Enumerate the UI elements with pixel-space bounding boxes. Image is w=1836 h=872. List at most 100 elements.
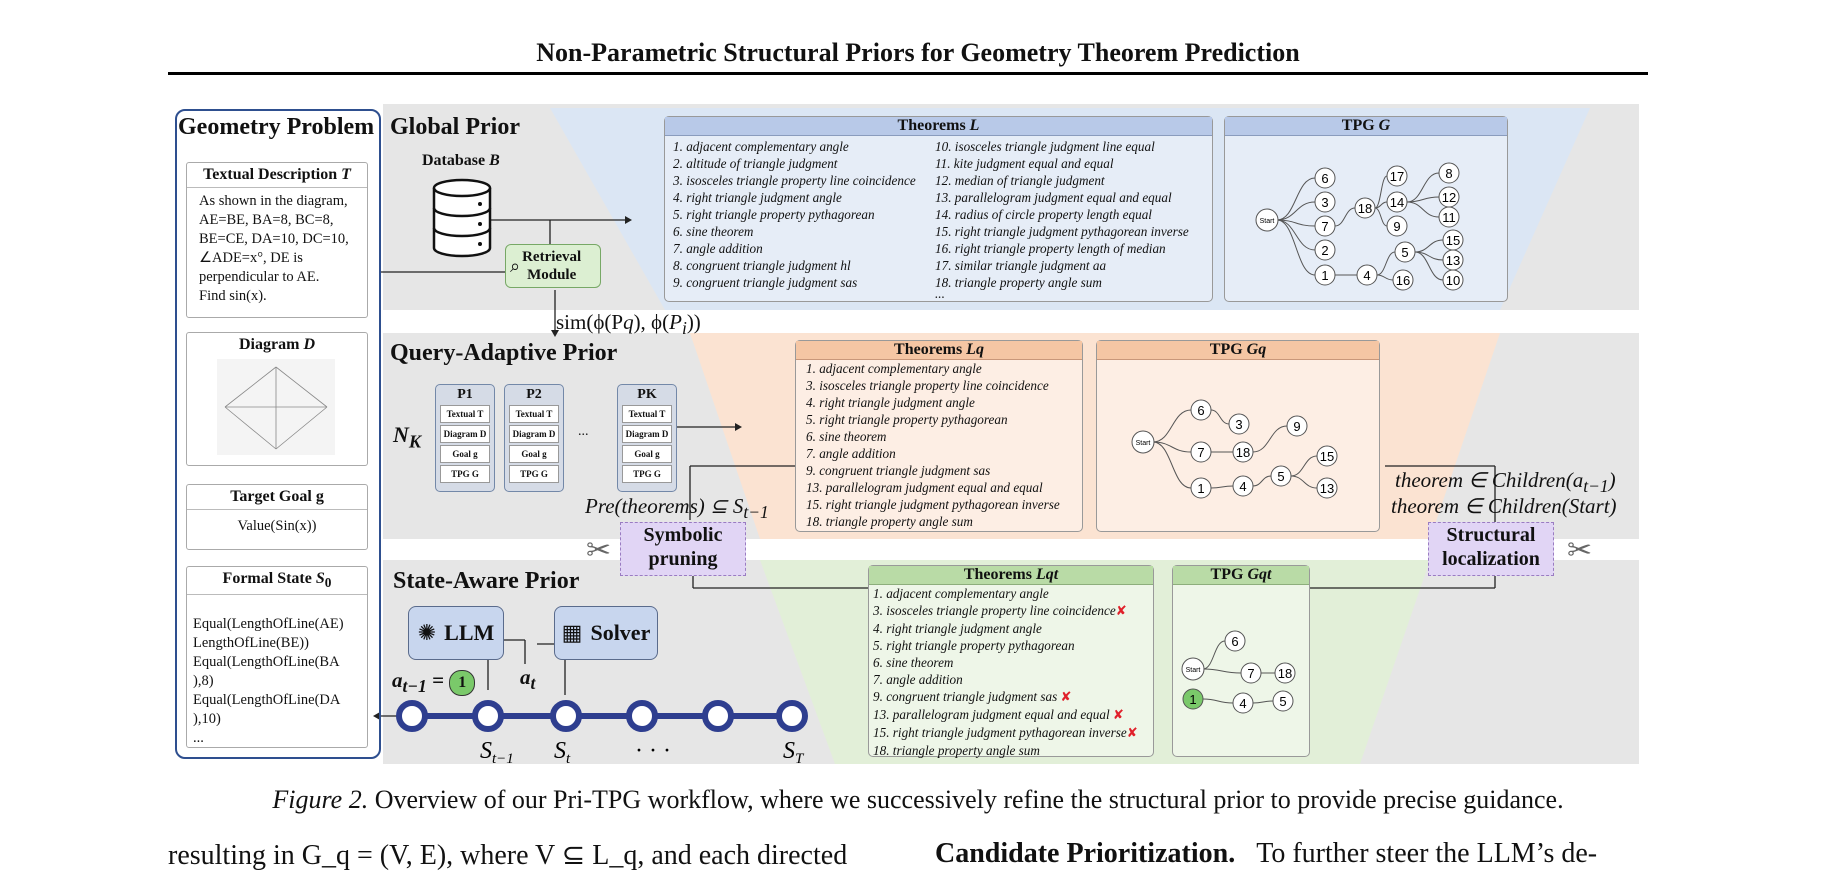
database-label: Database B (422, 152, 500, 170)
theorems-global-label: Theorems (897, 117, 966, 134)
tpg-state-header: TPG Gqt (1173, 566, 1309, 585)
state-line: Equal(LengthOfLine(BA (193, 654, 340, 671)
svg-text:✂: ✂ (586, 533, 611, 568)
graph-edge (1290, 455, 1318, 477)
svg-text:Start: Start (1136, 440, 1151, 447)
graph-node: 8 (1438, 162, 1460, 184)
graph-node: 15 (1442, 229, 1464, 251)
graph-node: 9 (1286, 415, 1308, 437)
graph-node: 4 (1232, 475, 1254, 497)
tpg-global-symbol: G (1378, 117, 1391, 134)
solver-button[interactable]: ▦ Solver (554, 606, 658, 660)
textual-description-body: As shown in the diagram, AE=BE, BA=8, BC… (187, 188, 367, 310)
graph-edge (1376, 251, 1396, 276)
theorem-item: 7. angle addition (806, 446, 896, 461)
state-header-label: Formal State (222, 570, 312, 587)
svg-text:17: 17 (1390, 169, 1404, 184)
svg-text:3: 3 (1235, 417, 1242, 432)
goal-symbol: g (315, 488, 324, 505)
calculator-icon: ▦ (561, 620, 583, 646)
svg-text:4: 4 (1363, 268, 1370, 283)
svg-text:16: 16 (1396, 273, 1410, 288)
llm-button[interactable]: ✺ LLM (408, 606, 504, 660)
retrieval-label-line: Retrieval (522, 249, 582, 265)
children1-label: theorem ∈ Children(a (1395, 468, 1584, 492)
svg-text:3: 3 (1321, 195, 1328, 210)
theorem-item: 16. right triangle property length of me… (935, 241, 1166, 256)
theorem-item: 18. triangle property angle sum (873, 743, 1040, 758)
body-text-right: Candidate Prioritization. To further ste… (935, 838, 1597, 870)
database-label-text: Database (422, 152, 486, 169)
geometry-diagram-image (217, 359, 335, 455)
problem-card-cell: Textual T (440, 405, 490, 423)
graph-node: 5 (1394, 241, 1416, 263)
theorem-item: 3. isosceles triangle property line coin… (806, 378, 1049, 393)
theorem-item: 17. similar triangle judgment aa (935, 258, 1107, 273)
sim-label: sim(ϕ(P (556, 310, 624, 334)
theorems-query-label: Theorems (894, 341, 963, 358)
problem-card-cell: Diagram D (440, 425, 490, 443)
svg-text:Start: Start (1186, 667, 1201, 674)
problem-card-cell: TPG G (440, 465, 490, 483)
theorems-query-header: Theorems Lq (796, 341, 1082, 360)
textual-line: As shown in the diagram, (199, 193, 348, 209)
graph-node: 2 (1314, 239, 1336, 261)
theorem-item-pruned: 9. congruent triangle judgment sas ✘ (873, 688, 1149, 706)
problem-card-title: P2 (526, 387, 542, 402)
svg-text:1: 1 (1189, 692, 1196, 707)
a-prev-symbol: a (392, 668, 403, 692)
query-prior-title: Query-Adaptive Prior (390, 340, 618, 366)
theorem-item: 4. right triangle judgment angle (673, 190, 842, 205)
theorems-global-col1: 1. adjacent complementary angle 2. altit… (673, 138, 935, 297)
theorem-item-text: 3. isosceles triangle property line coin… (873, 603, 1116, 618)
svg-text:6: 6 (1231, 634, 1238, 649)
graph-edge (1210, 409, 1230, 425)
state-node (396, 700, 428, 732)
geometry-problem-panel (175, 109, 381, 759)
graph-node: 18 (1354, 197, 1376, 219)
theorem-item: 18. triangle property angle sum (935, 275, 1102, 290)
graph-node: 12 (1438, 186, 1460, 208)
theorem-item: 12. median of triangle judgment (935, 173, 1105, 188)
global-prior-title: Global Prior (390, 114, 520, 140)
llm-label: LLM (444, 620, 495, 645)
children1-subscript: t−1 (1583, 476, 1609, 497)
graph-edge (1376, 274, 1394, 281)
state-line: LengthOfLine(BE)) (193, 635, 309, 652)
diagram-box: Diagram D (186, 332, 368, 466)
svg-text:7: 7 (1321, 219, 1328, 234)
textual-line: BE=CE, DA=10, DC=10, (199, 231, 349, 247)
theorem-item: 18. triangle property angle sum (806, 514, 973, 529)
theorem-item: 1. adjacent complementary angle (673, 139, 849, 154)
page-title: Non-Parametric Structural Priors for Geo… (536, 38, 1300, 67)
theorems-state-label: Theorems (963, 566, 1032, 583)
problem-card-cell: TPG G (622, 465, 672, 483)
tpg-state-label: TPG (1210, 566, 1244, 583)
graph-edge (1414, 239, 1444, 253)
graph-node: 4 (1356, 264, 1378, 286)
database-symbol: B (489, 152, 500, 169)
state-label: St (554, 738, 571, 764)
goal-header-label: Target Goal (230, 488, 312, 505)
cross-icon: ✘ (1115, 604, 1127, 619)
theorems-state-box: Theorems Lqt 1. adjacent complementary a… (868, 565, 1154, 758)
theorem-item: 1. adjacent complementary angle (806, 361, 982, 376)
theorem-ellipsis: ... (935, 286, 945, 301)
theorems-global-box: Theorems L 1. adjacent complementary ang… (664, 116, 1213, 302)
graph-node: 6 (1190, 399, 1212, 421)
theorem-item: 2. altitude of triangle judgment (673, 156, 838, 171)
theorem-item-text: 13. parallelogram judgment equal and equ… (873, 707, 1110, 722)
graph-node: 3 (1228, 413, 1250, 435)
target-goal-value: Value(Sin(x)) (237, 518, 317, 534)
pre-label: Pre(theorems) ⊆ S (585, 494, 744, 518)
graph-edge (1210, 485, 1234, 489)
svg-text:7: 7 (1197, 445, 1204, 460)
textual-description-box: Textual Description T As shown in the di… (186, 162, 368, 318)
graph-edge (1374, 175, 1388, 209)
graph-edge (1334, 207, 1356, 227)
retrieval-icon: ⌕ (510, 255, 521, 277)
